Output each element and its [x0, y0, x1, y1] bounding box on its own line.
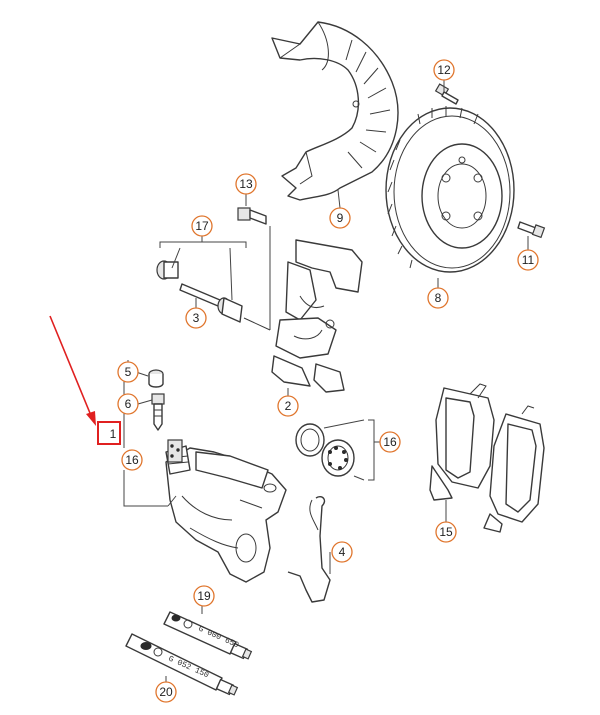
bleeder-valve-6 — [151, 393, 165, 431]
caliper-bleed-port — [167, 439, 183, 463]
caliper-housing — [165, 445, 287, 583]
callout-5: 5 — [117, 361, 139, 383]
svg-text:15: 15 — [439, 525, 453, 539]
callout-16-left: 16 — [121, 449, 143, 471]
callout-13: 13 — [235, 173, 257, 195]
callout-17: 17 — [191, 215, 213, 237]
brake-disc — [385, 106, 515, 273]
svg-text:5: 5 — [125, 365, 132, 379]
svg-text:19: 19 — [197, 589, 211, 603]
callout-9: 9 — [329, 207, 351, 229]
svg-text:13: 13 — [239, 177, 253, 191]
svg-text:6: 6 — [125, 397, 132, 411]
svg-text:12: 12 — [437, 63, 451, 77]
svg-text:16: 16 — [383, 435, 397, 449]
highlight-arrow — [49, 315, 96, 426]
callout-1: 1 — [110, 427, 117, 441]
guide-bolt-set — [156, 260, 271, 331]
grease-tube-19: G 000 650 — [163, 611, 253, 660]
splash-shield — [271, 21, 399, 201]
svg-text:9: 9 — [337, 211, 344, 225]
brake-pads — [429, 383, 545, 533]
svg-text:3: 3 — [193, 311, 200, 325]
callout-16-right: 16 — [379, 431, 401, 453]
callout-4: 4 — [331, 541, 353, 563]
callout-19: 19 — [193, 585, 215, 607]
callout-2: 2 — [277, 395, 299, 417]
repair-kit-16 — [295, 423, 355, 477]
callout-3: 3 — [185, 307, 207, 329]
svg-text:4: 4 — [339, 545, 346, 559]
svg-text:16: 16 — [125, 453, 139, 467]
svg-text:17: 17 — [195, 219, 209, 233]
dust-cap-5 — [148, 369, 164, 388]
callout-8: 8 — [427, 287, 449, 309]
hex-bolt-13 — [237, 207, 267, 225]
svg-text:2: 2 — [285, 399, 292, 413]
disc-screw-12 — [434, 83, 459, 105]
svg-text:8: 8 — [435, 291, 442, 305]
callout-6: 6 — [117, 393, 139, 415]
callout-15: 15 — [435, 521, 457, 543]
svg-text:20: 20 — [159, 685, 173, 699]
callout-12: 12 — [433, 59, 455, 81]
caliper-carrier — [271, 239, 363, 393]
svg-text:11: 11 — [522, 253, 535, 267]
wheel-bolt-11 — [517, 221, 546, 239]
callout-20: 20 — [155, 681, 177, 703]
retaining-spring — [287, 496, 331, 603]
highlight-box — [97, 421, 121, 445]
callout-11: 11 — [517, 249, 539, 271]
